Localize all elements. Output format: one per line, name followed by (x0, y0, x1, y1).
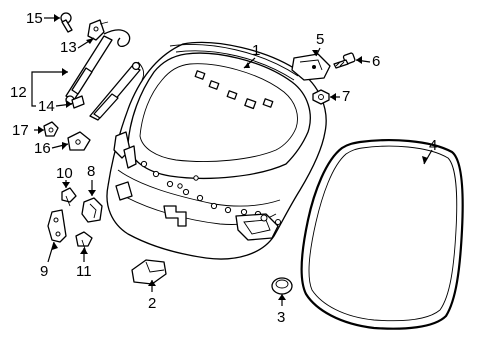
plug-part-3 (271, 277, 293, 295)
bracket-part-8 (81, 197, 103, 223)
clip-part-14 (71, 95, 85, 109)
weatherstrip-seal (300, 139, 464, 330)
strut-end-part-16 (67, 131, 91, 151)
bolt-part-15 (60, 12, 73, 33)
callout-10: 10 (56, 165, 73, 182)
hinge-part-9 (47, 209, 67, 243)
callout-5: 5 (316, 31, 324, 48)
callout-15: 15 (26, 10, 43, 27)
callout-14: 14 (38, 98, 55, 115)
bolt-part-11 (75, 231, 93, 253)
buffer-part-2 (131, 259, 167, 285)
arrowheads (38, 14, 428, 300)
callout-13: 13 (60, 39, 77, 56)
callout-labels: 1 2 3 4 5 6 7 8 9 10 11 12 13 14 15 16 1… (10, 10, 437, 326)
bracket-part-13 (87, 19, 109, 41)
bolt-part-10 (61, 187, 77, 207)
liftgate-panel (106, 41, 327, 260)
callout-8: 8 (87, 163, 95, 180)
gas-strut-lower (89, 61, 145, 121)
callout-12: 12 (10, 84, 27, 101)
nut-part-7 (312, 89, 330, 105)
callout-4: 4 (429, 137, 437, 154)
bumper-stop-part (291, 53, 331, 81)
bolt-part-6 (333, 52, 356, 69)
callout-11: 11 (76, 263, 92, 280)
callout-3: 3 (277, 309, 285, 326)
nut-part-17 (43, 121, 59, 137)
callout-9: 9 (40, 263, 48, 280)
callout-16: 16 (34, 140, 51, 157)
callout-1: 1 (252, 42, 260, 59)
cable-wire (103, 29, 131, 48)
callout-2: 2 (148, 295, 156, 312)
callout-17: 17 (12, 122, 29, 139)
callout-7: 7 (342, 88, 350, 105)
callout-6: 6 (372, 53, 380, 70)
